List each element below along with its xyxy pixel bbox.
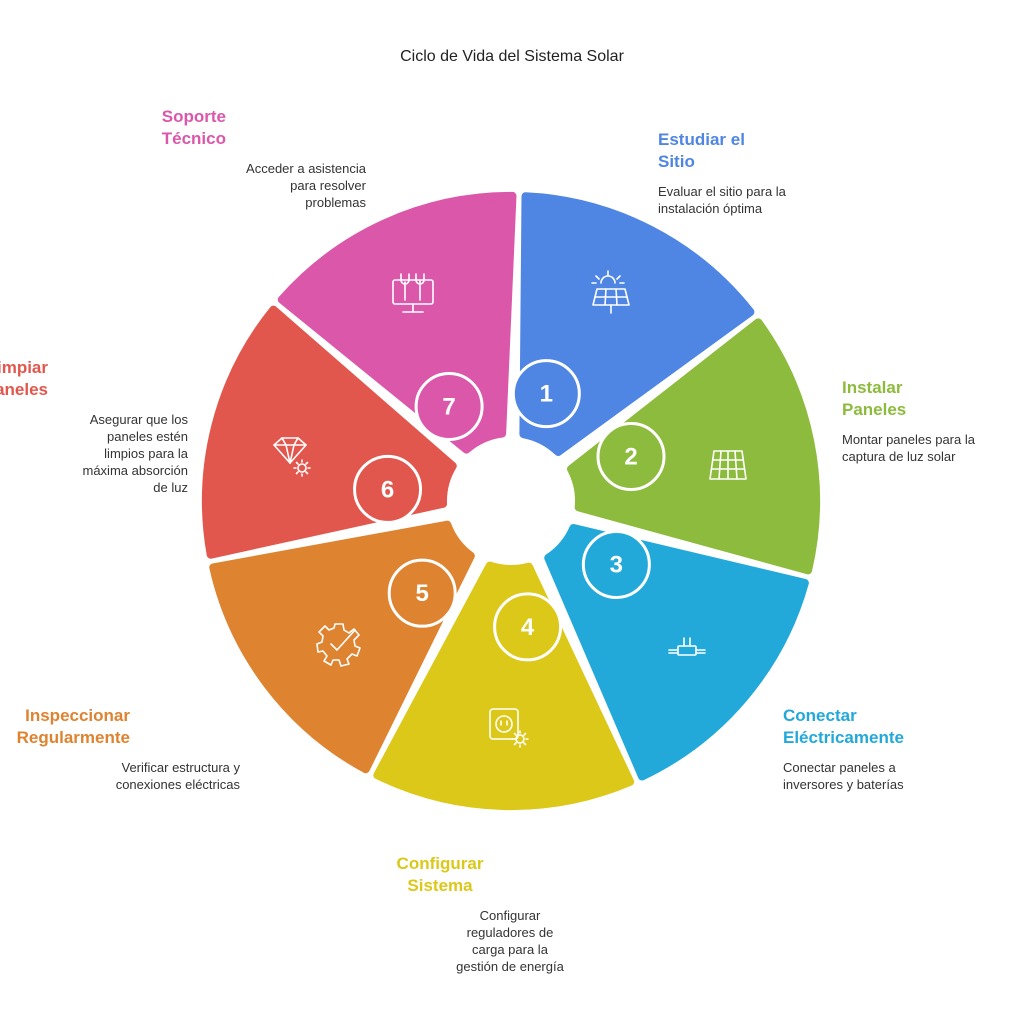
step-1-number: 1 (540, 381, 553, 408)
step-6-label: Limpiar Paneles Asegurar que los paneles… (0, 357, 188, 496)
step-1-label: Estudiar el Sitio Evaluar el sitio para … (658, 129, 918, 217)
step-7-label: Soporte Técnico Acceder a asistencia par… (106, 106, 366, 211)
step-7-description: Acceder a asistencia para resolver probl… (246, 161, 366, 210)
step-5-title: Inspeccionar Regularmente (16, 706, 130, 747)
step-3-title: Conectar Eléctricamente (783, 706, 904, 747)
step-2-segment (567, 318, 821, 575)
step-4-description: Configurar reguladores de carga para la … (456, 908, 564, 974)
step-3-label: Conectar Eléctricamente Conectar paneles… (783, 705, 1024, 793)
step-3-number: 3 (610, 551, 623, 578)
step-2-title: Instalar Paneles (842, 378, 907, 419)
step-3-badge (581, 529, 651, 599)
step-5-number: 5 (416, 580, 429, 607)
step-4-segment (373, 561, 635, 811)
solar-panel-sun-icon (591, 270, 630, 314)
step-2-number: 2 (624, 443, 637, 470)
step-1-description: Evaluar el sitio para la instalación ópt… (658, 184, 786, 216)
step-6-badge (353, 454, 423, 524)
step-6-description: Asegurar que los paneles estén limpios p… (82, 412, 189, 495)
step-4-number: 4 (521, 614, 535, 641)
step-1-badge (511, 359, 581, 429)
step-5-description: Verificar estructura y conexiones eléctr… (115, 760, 240, 792)
gear-check-icon (316, 623, 361, 667)
step-6-title: Limpiar Paneles (0, 358, 48, 399)
step-2-badge (596, 421, 666, 491)
step-3-description: Conectar paneles a inversores y baterías (783, 760, 904, 792)
step-2-description: Montar paneles para la captura de luz so… (842, 432, 975, 464)
step-1-title: Estudiar el Sitio (658, 130, 745, 171)
electrical-connector-icon (668, 637, 706, 656)
step-7-title: Soporte Técnico (161, 107, 226, 148)
step-4-label: Configurar Sistema Configurar reguladore… (380, 853, 640, 975)
diamond-sun-icon (273, 437, 311, 477)
socket-gear-icon (489, 708, 529, 748)
step-5-label: Inspeccionar Regularmente Verificar estr… (0, 705, 240, 793)
page-title: Ciclo de Vida del Sistema Solar (400, 48, 624, 65)
step-6-number: 6 (381, 476, 394, 503)
step-2-label: Instalar Paneles Montar paneles para la … (842, 377, 1024, 465)
monitor-tools-icon (392, 273, 434, 313)
solar-panel-grid-icon (709, 450, 747, 480)
step-4-title: Configurar Sistema (396, 854, 484, 895)
step-7-number: 7 (442, 393, 455, 420)
step-7-badge (414, 371, 484, 441)
step-4-badge (493, 592, 563, 662)
step-5-badge (387, 558, 457, 628)
